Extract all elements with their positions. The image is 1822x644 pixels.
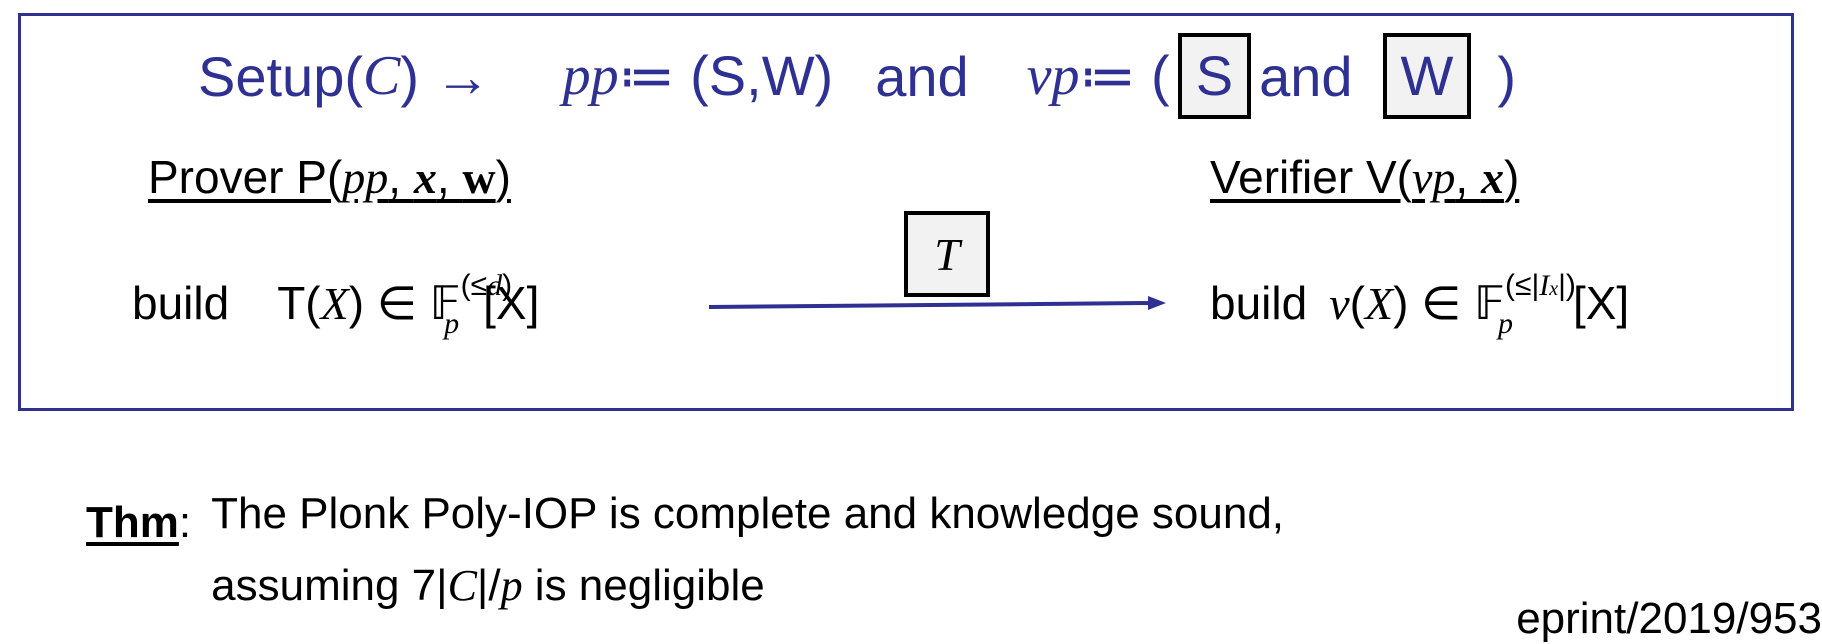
setup-close: ) — [1497, 44, 1517, 108]
prover-build-word: build — [132, 277, 230, 329]
pp-assign: ≔ (S,W) — [618, 44, 834, 107]
prover-x: x — [413, 152, 437, 203]
prover-w: w — [462, 152, 496, 203]
message-box: T — [904, 211, 990, 297]
prover-build: build T(X) ∈ 𝔽 (≤d) p [X] — [132, 269, 540, 340]
reference: eprint/2019/953 — [1516, 594, 1822, 643]
verifier-build-word: build — [1210, 277, 1308, 329]
prover-field-sub: p — [444, 307, 460, 340]
verifier-vp: vp — [1411, 152, 1456, 203]
arrow-shaft — [708, 301, 1151, 309]
theorem-body: The Plonk Poly-IOP is complete and knowl… — [211, 478, 1284, 622]
arrow-head — [1148, 296, 1166, 310]
verifier-x: x — [1480, 152, 1504, 203]
message-arrow — [708, 296, 1166, 310]
verifier-build: build v(X) ∈ 𝔽 (≤|Ix|) p [X] — [1210, 269, 1630, 340]
box-w: W — [1382, 33, 1472, 119]
protocol-frame — [18, 13, 1794, 411]
theorem-line-2: assuming 7|C|/p is negligible — [211, 561, 765, 610]
verifier-degree-bound: (≤|Ix|) — [1505, 269, 1576, 302]
and-2: and — [1259, 44, 1353, 108]
and-1: and — [875, 44, 969, 108]
vp-var: vp — [1026, 45, 1080, 107]
theorem-line-1: The Plonk Poly-IOP is complete and knowl… — [211, 489, 1285, 538]
prover-degree-bound: (≤d) — [460, 269, 513, 302]
verifier-title: Verifier V(vp, x) — [1210, 151, 1520, 203]
message-label: T — [934, 228, 960, 280]
vp-assign: ≔ ( — [1079, 44, 1170, 107]
theorem-label: Thm — [86, 498, 179, 547]
setup-line: Setup( C ) → pp ≔ (S,W) and vp ≔ ( S and… — [198, 33, 1517, 119]
setup-prefix: Setup( — [198, 44, 363, 108]
prover-title: Prover P(pp, x, w) — [148, 151, 511, 203]
setup-circuit: C — [363, 45, 401, 107]
box-s: S — [1177, 33, 1252, 119]
verifier-field-sub: p — [1497, 307, 1513, 340]
prover-pp: pp — [342, 152, 389, 203]
theorem: Thm: The Plonk Poly-IOP is complete and … — [86, 489, 1284, 622]
pp-var: pp — [562, 45, 619, 107]
setup-suffix: ) → — [400, 44, 491, 108]
